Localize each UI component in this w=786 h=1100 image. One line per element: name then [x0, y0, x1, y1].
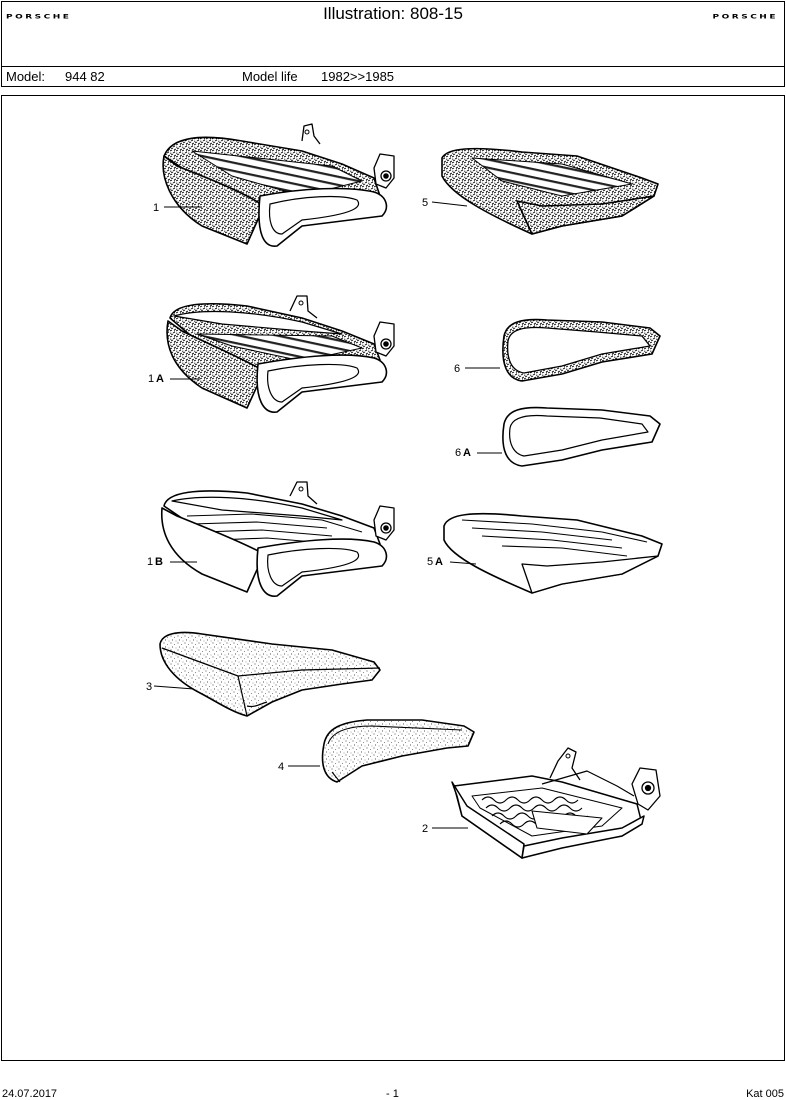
side-bolster-cover-6a	[502, 406, 661, 467]
model-life-label: Model life	[242, 69, 298, 84]
callout-5: 5	[422, 197, 428, 209]
model-bar: Model: 944 82 Model life 1982>>1985	[1, 67, 785, 87]
model-label: Model:	[6, 69, 46, 84]
model-value: 944 82	[65, 69, 105, 84]
header-box: PORSCHE Illustration: 808-15 PORSCHE	[1, 1, 785, 67]
seat-cover-5	[441, 147, 659, 235]
callout-5a-number: 5	[427, 556, 433, 568]
seat-cushion-1b	[160, 481, 395, 597]
side-bolster-cover-6	[502, 318, 661, 382]
seat-cushion-complete-1	[162, 123, 395, 247]
porsche-logo-left: PORSCHE	[6, 13, 72, 21]
seat-cushion-1a	[166, 295, 395, 413]
leader-line-5a	[449, 561, 477, 565]
callout-3: 3	[146, 681, 152, 693]
leader-line-3	[153, 685, 195, 690]
callout-6: 6	[454, 363, 460, 375]
illustration-title: Illustration: 808-15	[323, 4, 463, 23]
callout-6a-letter: A	[463, 447, 471, 459]
exploded-view-diagram: 1 5 1 A 6	[146, 123, 663, 859]
callout-1: 1	[153, 202, 159, 214]
callout-1b-letter: B	[155, 556, 163, 568]
seat-frame-2	[451, 747, 661, 859]
callout-4: 4	[278, 761, 284, 773]
seat-cover-5a	[443, 512, 663, 594]
drawing-area: 1 5 1 A 6	[1, 95, 785, 1061]
side-foam-4	[321, 719, 475, 783]
footer-date: 24.07.2017	[2, 1088, 58, 1100]
leader-line-5	[431, 201, 468, 207]
callout-1b-number: 1	[147, 556, 153, 568]
callout-2: 2	[422, 823, 428, 835]
callout-1a-letter: A	[156, 373, 164, 385]
callout-5a-letter: A	[435, 556, 443, 568]
seat-foam-cushion-3	[159, 631, 381, 717]
footer-page-number: - 1	[386, 1088, 399, 1100]
footer-catalog: Kat 005	[746, 1088, 784, 1100]
porsche-logo-right: PORSCHE	[712, 13, 778, 21]
model-life-value: 1982>>1985	[321, 69, 395, 84]
callout-1a-number: 1	[148, 373, 154, 385]
callout-6a-number: 6	[455, 447, 461, 459]
